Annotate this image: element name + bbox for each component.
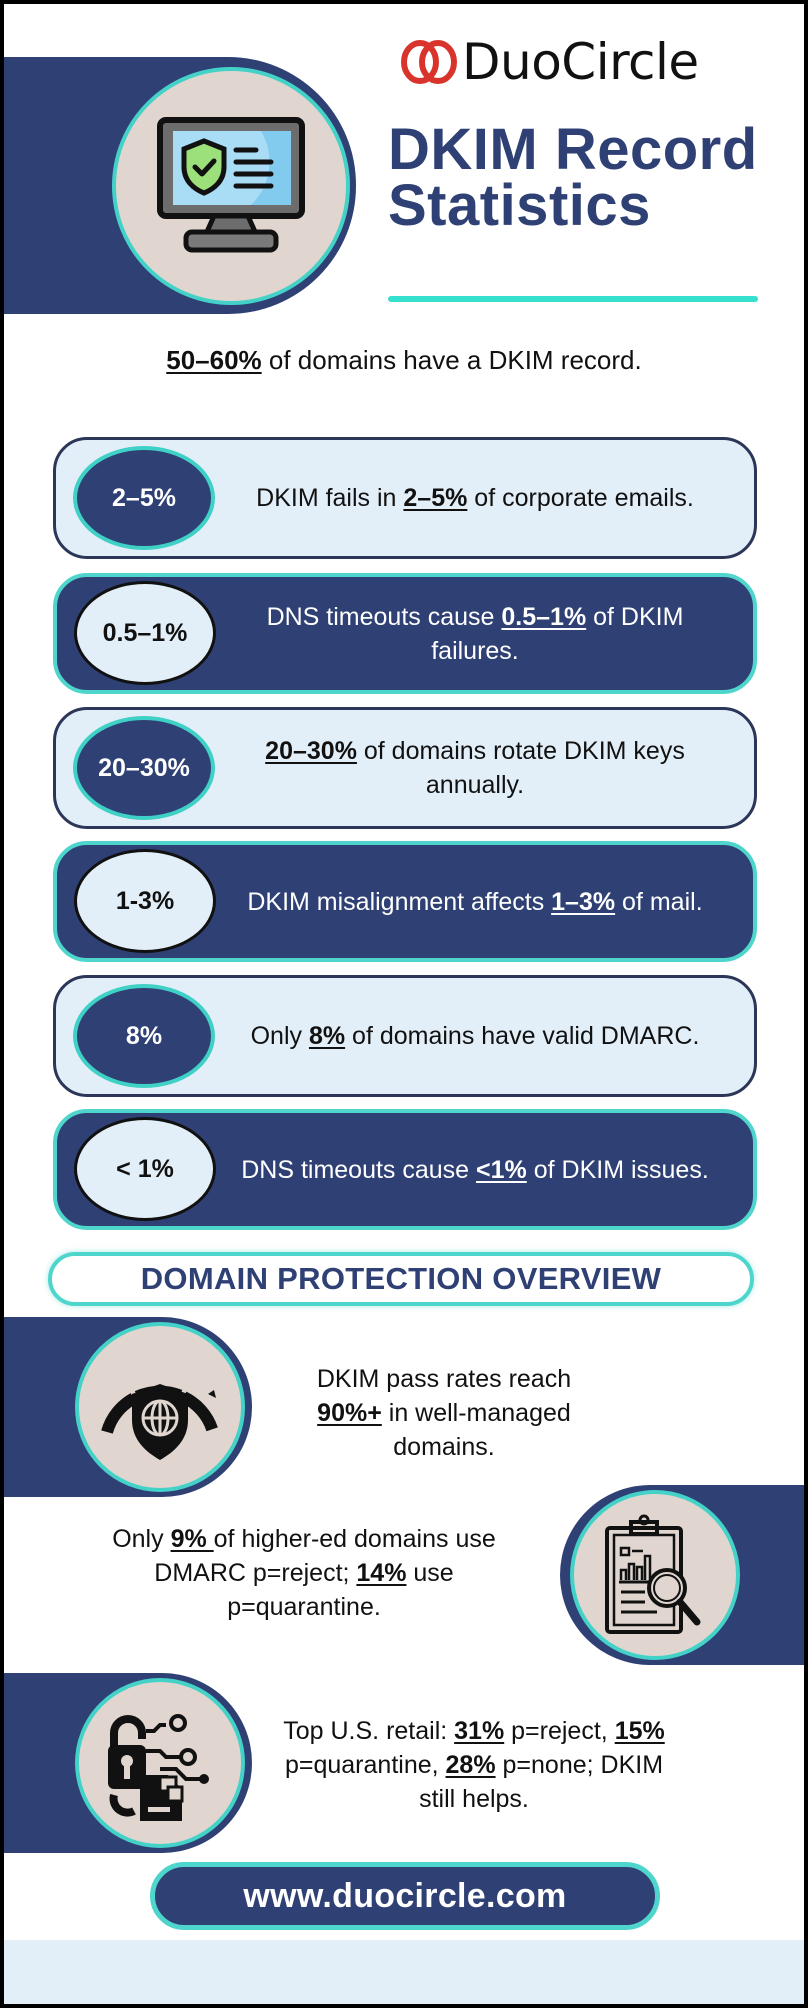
stat-text: DNS timeouts cause <1% of DKIM issues. (241, 1155, 709, 1184)
stat-card: 2–5% DKIM fails in 2–5% of corporate ema… (53, 437, 757, 559)
footer-band (4, 1940, 804, 2004)
stat-text: DKIM misalignment affects 1–3% of mail. (247, 887, 703, 916)
stat-badge: 8% (73, 984, 215, 1088)
stat-text: DKIM fails in 2–5% of corporate emails. (256, 484, 694, 512)
section-icon-circle (75, 1322, 245, 1492)
website-link[interactable]: www.duocircle.com (150, 1862, 660, 1930)
section-item-text: DKIM pass rates reach 90%+ in well-manag… (316, 1365, 572, 1461)
clipboard-chart-magnifier-icon (605, 1514, 701, 1634)
section-item-text: Top U.S. retail: 31% p=reject, 15% p=qua… (283, 1717, 665, 1813)
section-icon-circle (570, 1490, 740, 1660)
stat-badge: 2–5% (73, 446, 215, 550)
header-icon-circle (112, 67, 350, 305)
stat-text: Only 8% of domains have valid DMARC. (250, 1022, 700, 1050)
intro-stat: 50–60% of domains have a DKIM record. (166, 345, 642, 375)
section-item-text: Only 9% of higher-ed domains use DMARC p… (112, 1525, 496, 1621)
stat-text: 20–30% of domains rotate DKIM keys annua… (265, 737, 685, 799)
interlocking-rings-icon (401, 40, 457, 84)
section-heading: DOMAIN PROTECTION OVERVIEW (48, 1252, 754, 1306)
gauge-shield-globe-icon (101, 1384, 219, 1460)
stat-badge: < 1% (74, 1117, 216, 1221)
monitor-shield-check-icon (157, 117, 305, 253)
duocircle-logo[interactable]: DuoCircle (400, 32, 699, 92)
title-underline (388, 296, 758, 302)
stat-card: 8% Only 8% of domains have valid DMARC. (53, 975, 757, 1097)
section-icon-circle (75, 1678, 245, 1848)
stat-badge: 0.5–1% (74, 581, 216, 685)
stat-card: 20–30% 20–30% of domains rotate DKIM key… (53, 707, 757, 829)
stat-badge: 20–30% (73, 716, 215, 820)
infographic: DuoCircle DKIM Record Statistics 50–60% … (4, 4, 804, 2004)
stat-text: DNS timeouts cause 0.5–1% of DKIM failur… (266, 602, 684, 665)
page-title: DKIM Record Statistics (388, 117, 758, 238)
stat-badge: 1-3% (74, 849, 216, 953)
logo-text: DuoCircle (462, 33, 699, 91)
stat-card: 0.5–1% DNS timeouts cause 0.5–1% of DKIM… (53, 573, 757, 694)
padlock-circuit-document-icon (108, 1714, 209, 1821)
stat-card: 1-3% DKIM misalignment affects 1–3% of m… (53, 841, 757, 962)
stat-card: < 1% DNS timeouts cause <1% of DKIM issu… (53, 1109, 757, 1230)
